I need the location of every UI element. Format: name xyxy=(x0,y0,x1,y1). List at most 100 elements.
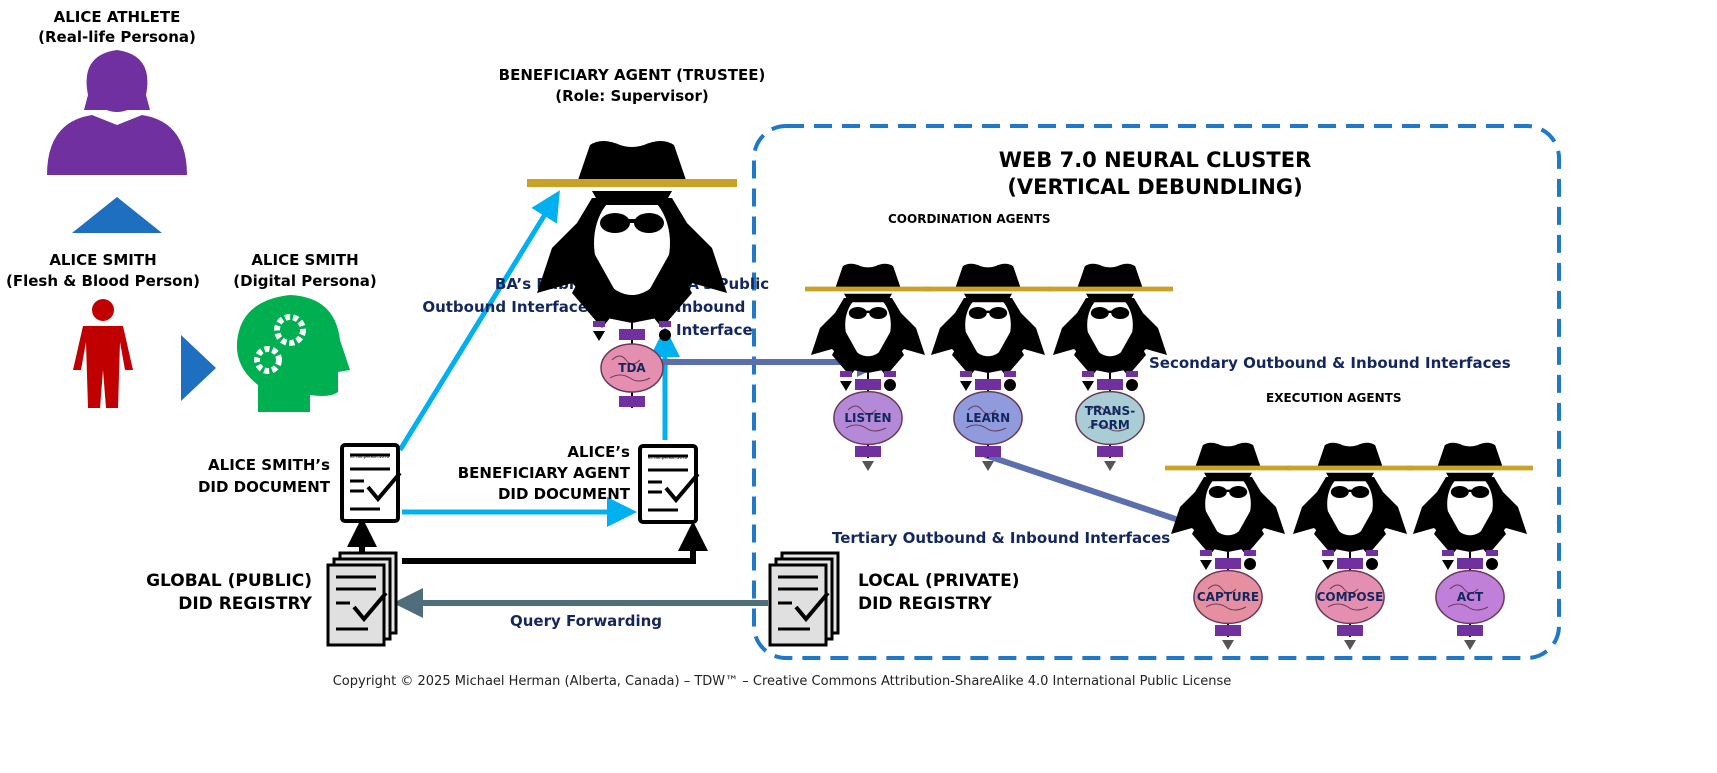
ba-doc-label-2: BENEFICIARY AGENT xyxy=(458,464,631,482)
inbound-port-icon xyxy=(1004,379,1016,391)
outbound-arrow-icon xyxy=(840,381,852,391)
brain-label: LEARN xyxy=(966,411,1010,425)
person-name: ALICE SMITH xyxy=(49,251,156,269)
alice-doc-label-2: DID DOCUMENT xyxy=(198,478,331,496)
outbound-arrow-icon xyxy=(1322,560,1334,570)
agent-connector xyxy=(1097,379,1123,390)
brain-folds xyxy=(1205,584,1247,611)
ba-inbound-label-3: Interface xyxy=(676,321,753,339)
outbound-arrow-icon xyxy=(1082,381,1094,391)
agent-connector xyxy=(1097,446,1123,457)
ba-doc-id: id: did:person:5678 xyxy=(648,455,688,460)
brain-folds xyxy=(1087,405,1129,432)
execution-agent-capture: CAPTURE xyxy=(1165,443,1291,650)
agent-connector xyxy=(1457,558,1483,569)
brain-folds xyxy=(965,405,1007,432)
outbound-connector xyxy=(1442,550,1454,556)
agent-connector xyxy=(619,329,645,340)
brain-folds xyxy=(609,355,651,382)
cluster-title-line2: (VERTICAL DEBUNDLING) xyxy=(1007,175,1302,199)
coordination-agent-transform: TRANS-FORM xyxy=(1047,264,1173,471)
inbound-connector xyxy=(659,321,671,327)
brain-label: TDA xyxy=(618,361,646,375)
arrow-alice-doc-to-trustee xyxy=(397,190,560,452)
persona-name: ALICE ATHLETE xyxy=(54,8,181,26)
spy-agent-icon xyxy=(1407,443,1533,555)
inbound-port-icon xyxy=(1244,558,1256,570)
inbound-port-icon xyxy=(1126,379,1138,391)
outbound-connector xyxy=(840,371,852,377)
brain-label: ACT xyxy=(1457,590,1484,604)
outbound-arrow-icon xyxy=(593,331,605,341)
brain-icon xyxy=(1315,569,1385,625)
digital-persona-head-gears-icon xyxy=(236,295,350,412)
agent-connector xyxy=(855,379,881,390)
person-subtitle: (Flesh & Blood Person) xyxy=(6,272,200,290)
inbound-port-icon xyxy=(1366,558,1378,570)
brain-label: FORM xyxy=(1090,418,1130,432)
inbound-connector xyxy=(1244,550,1256,556)
agent-connector xyxy=(1215,558,1241,569)
spy-agent-icon xyxy=(1165,443,1291,555)
agent-connector xyxy=(1215,625,1241,636)
coordination-agent-learn: LEARN xyxy=(925,264,1051,471)
arrow-global-registry-to-ba-doc xyxy=(402,521,708,564)
agent-connector xyxy=(975,379,1001,390)
agent-connector xyxy=(1337,625,1363,636)
brain-label: COMPOSE xyxy=(1317,590,1384,604)
digital-persona-subtitle: (Digital Persona) xyxy=(233,272,376,290)
secondary-interfaces-label: Secondary Outbound & Inbound Interfaces xyxy=(1149,354,1511,372)
ba-inbound-label-2: Inbound xyxy=(676,298,745,316)
ba-doc-label-3: DID DOCUMENT xyxy=(498,485,631,503)
agent-connector xyxy=(1457,625,1483,636)
persona-subtitle: (Real-life Persona) xyxy=(38,28,196,46)
brain-label: LISTEN xyxy=(844,411,891,425)
down-arrow-icon xyxy=(1344,640,1356,650)
alice-doc-id: id: did:person:5678 xyxy=(350,454,390,459)
ba-doc-label-1: ALICE’s xyxy=(567,443,630,461)
execution-agent-act: ACT xyxy=(1407,443,1533,650)
outbound-arrow-icon xyxy=(1442,560,1454,570)
agent-connector xyxy=(975,446,1001,457)
inbound-port-icon xyxy=(884,379,896,391)
brain-icon xyxy=(1435,569,1505,625)
down-arrow-icon xyxy=(1222,640,1234,650)
spy-agent-icon xyxy=(1287,443,1413,555)
ba-outbound-label-2: Outbound Interface xyxy=(422,298,588,316)
up-triangle-icon xyxy=(72,197,162,233)
outbound-arrow-icon xyxy=(960,381,972,391)
inbound-connector xyxy=(1366,550,1378,556)
brain-icon xyxy=(953,390,1023,446)
tertiary-interfaces-label: Tertiary Outbound & Inbound Interfaces xyxy=(832,529,1170,547)
agent-connector xyxy=(619,396,645,407)
local-registry-label-1: LOCAL (PRIVATE) xyxy=(858,571,1020,591)
brain-folds xyxy=(1447,584,1489,611)
brain-icon xyxy=(1075,390,1145,446)
coordination-agents-label: COORDINATION AGENTS xyxy=(888,212,1051,226)
brain-label: CAPTURE xyxy=(1197,590,1259,604)
query-forwarding-label: Query Forwarding xyxy=(510,612,662,630)
global-registry-label-2: DID REGISTRY xyxy=(178,594,312,614)
brain-label: TRANS- xyxy=(1085,404,1135,418)
global-registry-icon xyxy=(326,551,398,647)
agent-connector xyxy=(855,446,881,457)
person-icon xyxy=(73,299,133,408)
down-arrow-icon xyxy=(1464,640,1476,650)
global-registry-label-1: GLOBAL (PUBLIC) xyxy=(146,571,312,591)
inbound-connector xyxy=(884,371,896,377)
right-triangle-icon xyxy=(181,335,216,401)
trustee-title: BENEFICIARY AGENT (TRUSTEE) xyxy=(499,66,766,84)
brain-icon xyxy=(833,390,903,446)
outbound-connector xyxy=(1200,550,1212,556)
inbound-port-icon xyxy=(1486,558,1498,570)
inbound-connector xyxy=(1126,371,1138,377)
outbound-connector xyxy=(1082,371,1094,377)
brain-folds xyxy=(1327,584,1369,611)
brain-icon xyxy=(600,343,664,393)
outbound-connector xyxy=(593,321,605,327)
outbound-connector xyxy=(960,371,972,377)
cluster-title-line1: WEB 7.0 NEURAL CLUSTER xyxy=(999,148,1312,172)
down-arrow-icon xyxy=(862,461,874,471)
trustee-role: (Role: Supervisor) xyxy=(555,87,708,105)
